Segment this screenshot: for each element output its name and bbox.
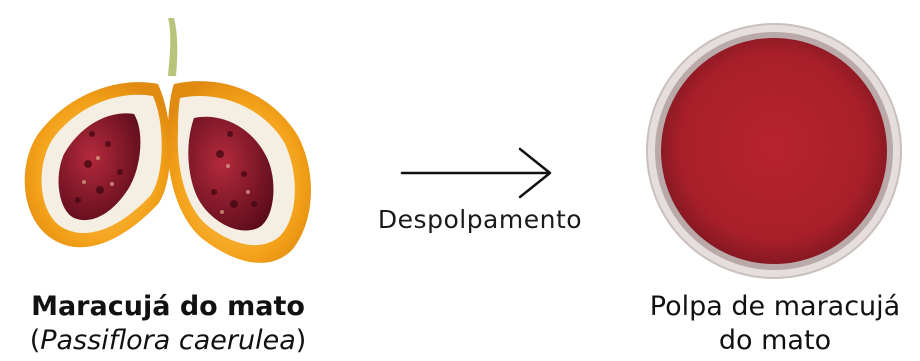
- process-arrow: [398, 145, 556, 201]
- pulp-caption-line1: Polpa de maracujá: [615, 290, 920, 324]
- pulp-surface: [661, 38, 887, 264]
- fruit-caption: Maracujá do mato (Passiflora caerulea): [0, 290, 336, 358]
- fruit-scientific-name: (Passiflora caerulea): [0, 324, 336, 358]
- pulp-bowl-image: [644, 20, 904, 282]
- fruit-common-name: Maracujá do mato: [0, 290, 336, 324]
- stem: [168, 18, 177, 76]
- pulp-caption: Polpa de maracujá do mato: [615, 290, 920, 358]
- pulp-caption-line2: do mato: [615, 324, 920, 358]
- process-label: Despolpamento: [360, 205, 600, 234]
- passion-fruit-image: [8, 14, 324, 276]
